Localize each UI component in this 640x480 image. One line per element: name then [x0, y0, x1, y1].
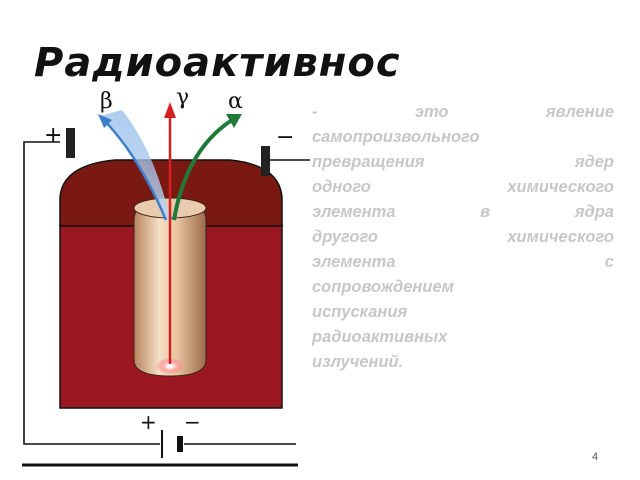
- battery-icon: [161, 430, 183, 458]
- description-line: элемента в ядра: [312, 203, 614, 221]
- description-line: радиоактивных: [312, 328, 448, 346]
- description-text: - это явление самопроизвольного превраще…: [312, 100, 614, 375]
- description-line: излучений.: [312, 353, 404, 371]
- battery-plus-label: +: [140, 410, 157, 434]
- description-line: элемента с: [312, 253, 614, 271]
- gamma-label: γ: [176, 85, 189, 110]
- right-plate: [261, 146, 270, 176]
- description-line: испускания: [312, 303, 408, 321]
- alpha-label: α: [228, 89, 243, 114]
- slide-title: Радиоактивнос: [34, 40, 401, 86]
- left-plate: [66, 128, 75, 158]
- left-plate-sign: +: [44, 123, 62, 148]
- description-line: - это явление: [312, 103, 614, 121]
- radioactivity-diagram: + − + − β γ α: [22, 85, 310, 467]
- right-plate-sign: −: [276, 125, 294, 150]
- description-line: превращения ядер: [312, 153, 614, 171]
- beta-ray-arrow: [103, 119, 168, 221]
- description-line: другого химического: [312, 228, 614, 246]
- alpha-ray-arrow: [172, 118, 234, 221]
- wire-left: [23, 141, 160, 445]
- beta-label: β: [100, 89, 113, 114]
- battery-minus-label: −: [184, 410, 201, 434]
- description-line: одного химического: [312, 178, 614, 196]
- page-number: 4: [592, 451, 599, 463]
- description-line: сопровождением: [312, 278, 454, 296]
- description-line: самопроизвольного: [312, 128, 480, 146]
